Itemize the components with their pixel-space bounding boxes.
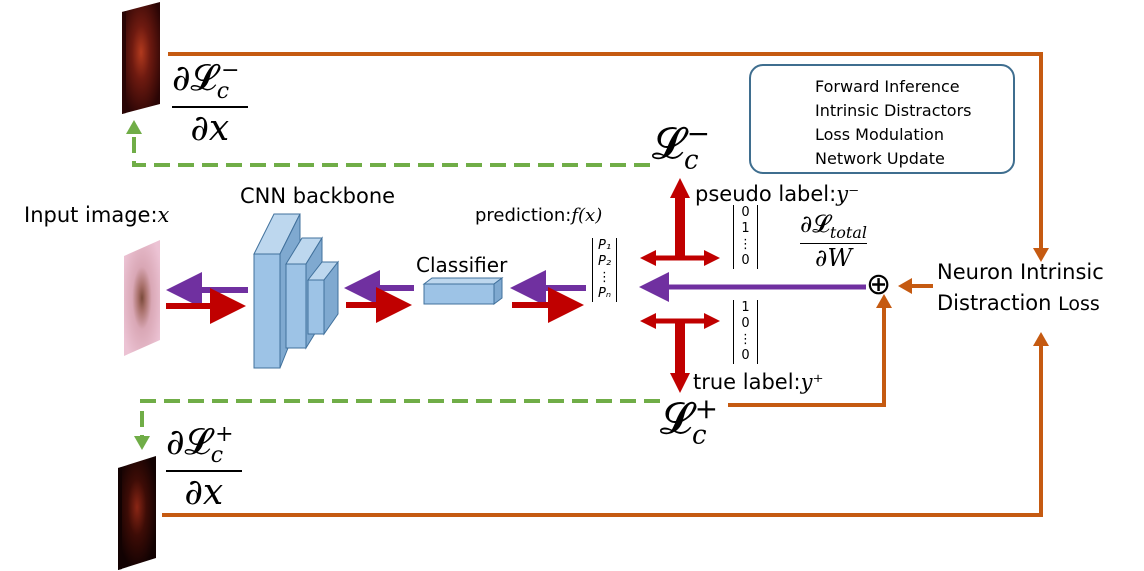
nidl-label-line2: Distraction Loss xyxy=(937,291,1100,315)
intrinsic-distractor-arrows xyxy=(132,130,660,436)
prediction-vector-item: Pₙ xyxy=(598,286,612,301)
input-image-label: Input image:x xyxy=(24,203,170,227)
pseudo-label-label: pseudo label:y⁻ xyxy=(695,182,860,206)
prediction-vector-item: P₁ xyxy=(598,238,612,253)
true-label-label: true label:y⁺ xyxy=(693,370,824,394)
loss-negative: 𝓛c− xyxy=(652,117,711,176)
true-label-vector-item: ⋮ xyxy=(739,332,752,347)
cnn-backbone-blocks xyxy=(253,213,340,369)
input-image xyxy=(124,240,160,356)
true-label-vector-item: 1 xyxy=(741,300,750,315)
pseudo-label-vector-item: 0 xyxy=(741,205,750,220)
pseudo-label-vector-item: ⋮ xyxy=(739,237,752,252)
loss-modulation-arrows xyxy=(162,52,1043,517)
prediction-vector-item: P₂ xyxy=(598,254,612,269)
legend-item-intrinsic-distractors: Intrinsic Distractors xyxy=(815,101,972,120)
sum-operator-icon: ⊕ xyxy=(866,267,892,302)
cnn-backbone-label: CNN backbone xyxy=(240,184,396,208)
gradient-positive-fraction: ∂𝓛c+ ∂x xyxy=(166,424,242,511)
prediction-vector-item: ⋮ xyxy=(598,270,612,285)
prediction-vector: P₁ P₂ ⋮ Pₙ xyxy=(592,238,618,302)
legend: Forward Inference Intrinsic Distractors … xyxy=(749,64,1015,174)
true-label-vector: 1 0 ⋮ 0 xyxy=(733,300,758,364)
legend-item-forward-inference: Forward Inference xyxy=(815,77,960,96)
legend-item-loss-modulation: Loss Modulation xyxy=(815,125,944,144)
heatmap-negative xyxy=(122,2,160,114)
forward-inference-arrows xyxy=(166,178,720,393)
legend-item-network-update: Network Update xyxy=(815,149,945,168)
pseudo-label-vector-item: 1 xyxy=(741,221,750,236)
pseudo-label-vector-item: 0 xyxy=(741,253,750,268)
classifier-label: Classifier xyxy=(416,253,508,277)
heatmap-positive xyxy=(118,456,156,570)
classifier-block xyxy=(422,277,504,305)
loss-positive: 𝓛c+ xyxy=(660,392,719,451)
true-label-vector-item: 0 xyxy=(741,316,750,331)
nidl-label-line1: Neuron Intrinsic xyxy=(937,260,1104,284)
pseudo-label-vector: 0 1 ⋮ 0 xyxy=(733,205,758,269)
gradient-negative-fraction: ∂𝓛c− ∂x xyxy=(172,60,248,147)
gradient-total-fraction: ∂𝓛total ∂W xyxy=(800,210,868,273)
true-label-vector-item: 0 xyxy=(741,348,750,363)
prediction-label: prediction:f(x) xyxy=(475,205,603,226)
